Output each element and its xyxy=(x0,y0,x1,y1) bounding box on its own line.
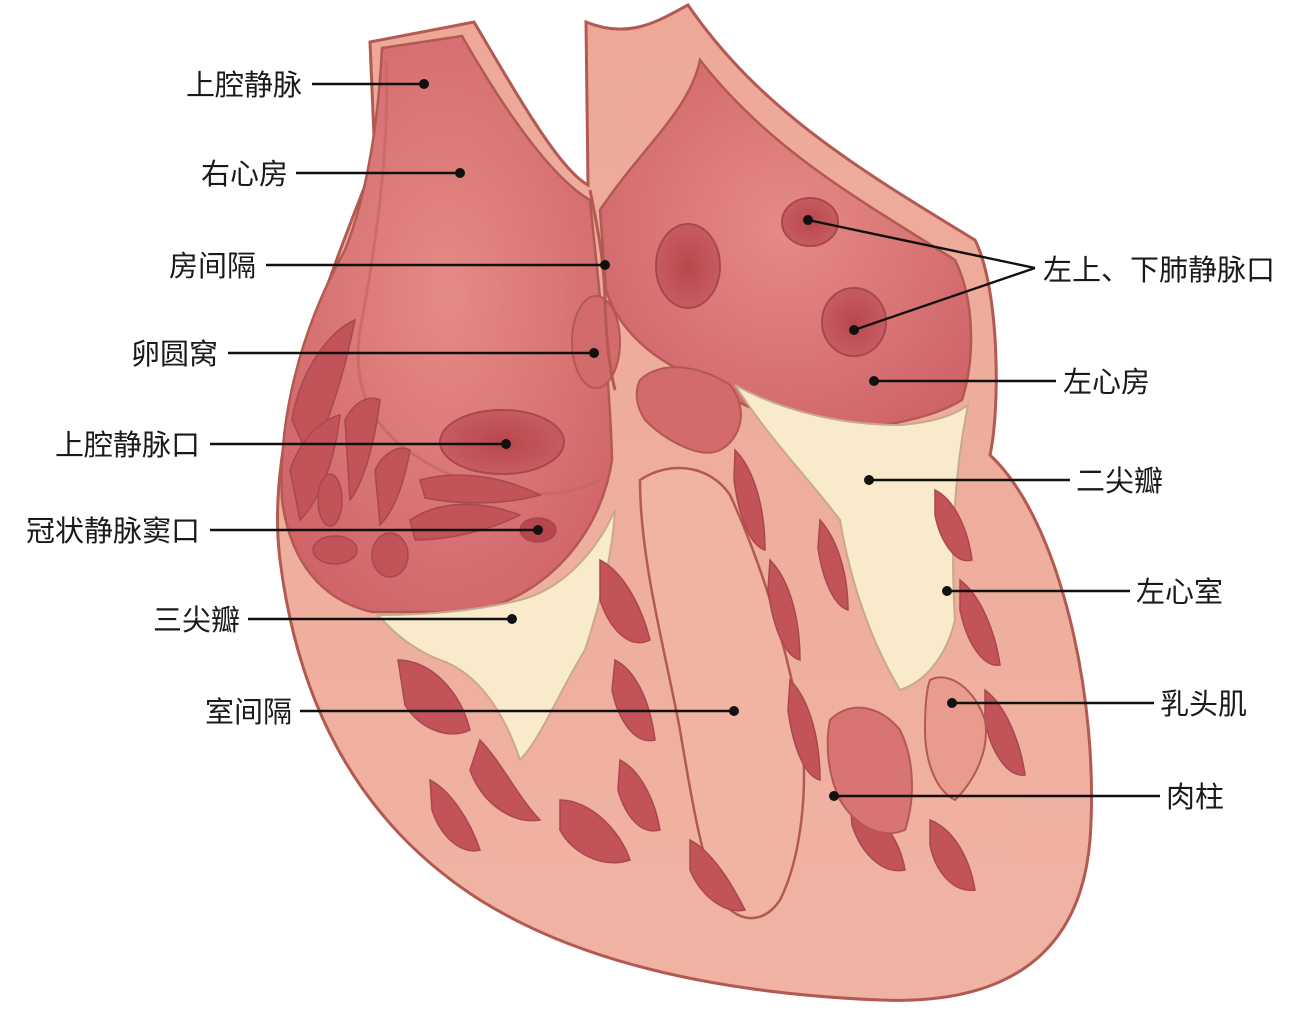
label-interventricular-septum: 室间隔 xyxy=(205,695,292,729)
left-atrium-wall-opening xyxy=(655,223,721,309)
papillary-muscle xyxy=(923,676,987,802)
label-right-atrium: 右心房 xyxy=(201,157,288,191)
label-tricuspid-valve: 三尖瓣 xyxy=(153,603,240,637)
label-pulmonary-vein-orifices: 左上、下肺静脉口 xyxy=(1043,253,1275,287)
heart-illustration xyxy=(276,3,1094,1002)
mitral-valve xyxy=(734,384,970,692)
leader-lines xyxy=(210,79,1160,801)
septal-bulge xyxy=(635,366,742,454)
label-interatrial-septum: 房间隔 xyxy=(169,249,256,283)
label-svc: 上腔静脉 xyxy=(186,68,302,102)
labels: 上腔静脉 右心房 房间隔 卵圆窝 上腔静脉口 冠状静脉窦口 三尖瓣 室间隔 左上… xyxy=(26,68,1275,814)
interventricular-septum xyxy=(638,466,806,920)
label-svc-orifice: 上腔静脉口 xyxy=(55,428,200,462)
interatrial-septum xyxy=(588,189,617,391)
tricuspid-valve xyxy=(375,509,616,762)
left-ventricle-trabeculae xyxy=(733,448,1026,891)
label-trabeculae-carneae: 肉柱 xyxy=(1166,780,1224,814)
label-fossa-ovalis: 卵圆窝 xyxy=(131,337,218,371)
label-left-ventricle: 左心室 xyxy=(1136,575,1223,609)
trabeculae-carneae xyxy=(826,706,913,835)
label-mitral-valve: 二尖瓣 xyxy=(1076,464,1163,498)
label-coronary-sinus-orifice: 冠状静脉窦口 xyxy=(26,514,200,548)
label-papillary-muscle: 乳头肌 xyxy=(1160,687,1247,721)
pectinate-muscles xyxy=(289,318,543,578)
fossa-ovalis xyxy=(571,295,621,389)
label-left-atrium: 左心房 xyxy=(1063,365,1150,399)
lower-pulmonary-vein-orifice xyxy=(821,287,887,357)
right-ventricle-trabeculae xyxy=(397,558,747,912)
